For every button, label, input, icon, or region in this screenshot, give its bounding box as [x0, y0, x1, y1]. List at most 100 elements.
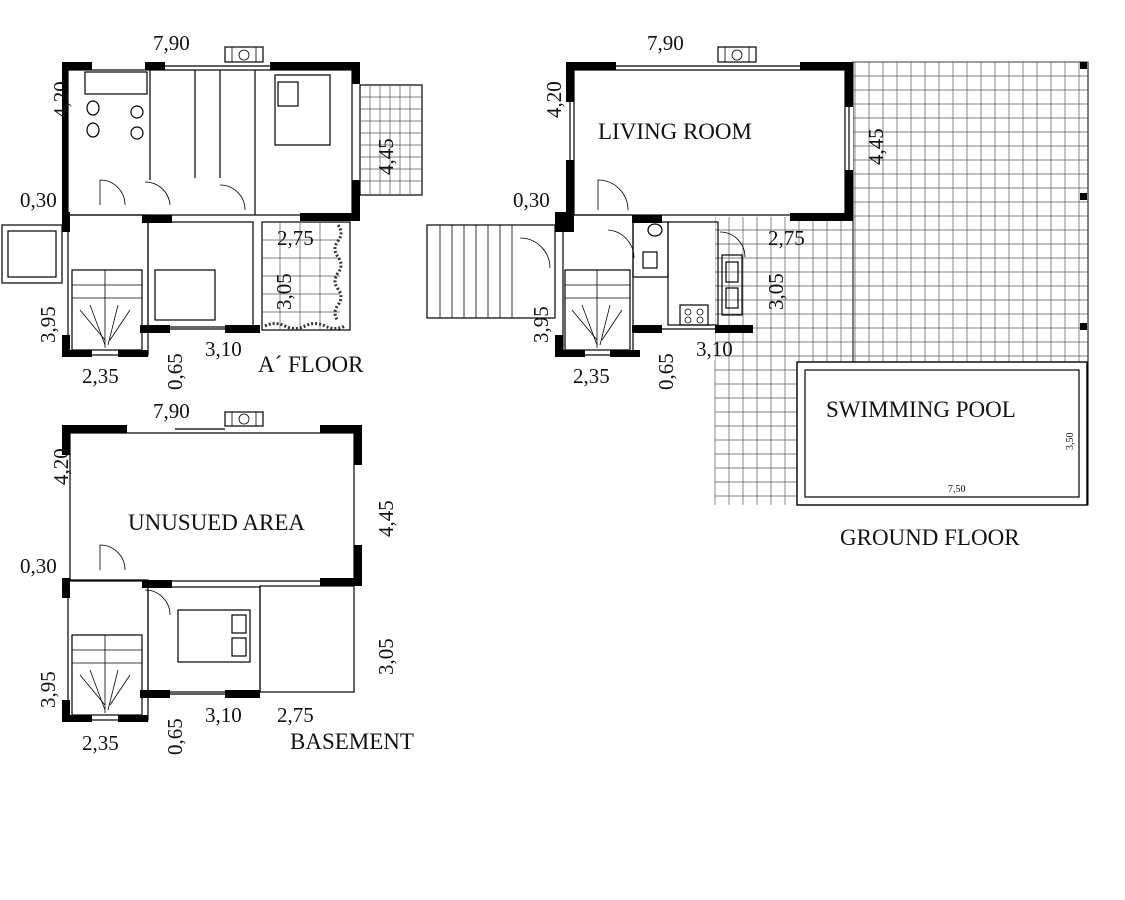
dim-left-top: 4,20: [49, 81, 73, 118]
dim-inner-v: 3,05: [764, 273, 788, 310]
wall: [142, 580, 172, 588]
wall: [300, 213, 360, 221]
dim-right: 4,45: [864, 128, 888, 165]
dim-bottom-mid: 0,65: [163, 718, 187, 755]
post: [1080, 323, 1087, 330]
bedroom-outline: [147, 586, 261, 693]
dim-top: 7,90: [647, 31, 684, 55]
basement-plan: UNUSUED AREA 7,90 4,20 0,30 3,95 2,35 0,…: [20, 399, 414, 755]
dim-bottom-right: 3,10: [205, 703, 242, 727]
door-swing: [99, 179, 126, 206]
dim-left-bottom: 3,95: [529, 306, 553, 343]
door-swing: [719, 231, 746, 258]
dim-bottom-right: 3,10: [696, 337, 733, 361]
door-swing: [144, 589, 171, 616]
wall: [354, 545, 362, 585]
wall: [62, 350, 92, 357]
toilet: [642, 251, 658, 269]
wall: [845, 62, 853, 107]
sink: [647, 223, 663, 237]
wall: [225, 325, 260, 333]
sink: [130, 126, 144, 140]
door-swing: [219, 184, 246, 211]
unused-outline: [69, 432, 355, 582]
staircase: [71, 269, 143, 351]
sink: [130, 105, 144, 119]
dim-bottom-left: 2,35: [573, 364, 610, 388]
a-floor-plan: 7,90 4,20 0,30 3,95 2,35 0,65 3,10 4,45 …: [1, 31, 423, 390]
living-outline: [573, 69, 846, 216]
dim-inner-v: 3,05: [272, 273, 296, 310]
door-swing: [597, 179, 629, 211]
stair-outline: [562, 214, 634, 356]
wall: [270, 62, 360, 70]
bed: [154, 269, 216, 321]
door-swing: [99, 544, 126, 571]
post: [1080, 193, 1087, 200]
living-room-label: LIVING ROOM: [598, 119, 752, 144]
wall: [845, 170, 853, 220]
wall: [62, 335, 70, 357]
planted-terrace: [261, 221, 351, 331]
dim-left-bottom: 3,95: [36, 671, 60, 708]
post: [1080, 62, 1087, 69]
pillow: [231, 637, 247, 657]
dim-right-bottom: 3,05: [374, 638, 398, 675]
stove: [679, 304, 709, 326]
dim-left-top: 4,20: [542, 81, 566, 118]
dim-left-top: 4,20: [49, 448, 73, 485]
bed: [274, 74, 331, 146]
swimming-pool-label: SWIMMING POOL: [826, 397, 1016, 422]
dim-left-mid: 0,30: [513, 188, 550, 212]
wall: [790, 213, 853, 221]
terrace-right: [359, 84, 423, 196]
ground-floor-title: GROUND FLOOR: [840, 525, 1020, 550]
upper-outline: [67, 69, 353, 216]
bedroom-outline: [147, 221, 254, 328]
dim-top: 7,90: [153, 31, 190, 55]
a-floor-title: A´ FLOOR: [258, 352, 364, 377]
door-swing: [519, 237, 551, 269]
wall: [142, 215, 172, 223]
unused-area-label: UNUSUED AREA: [128, 510, 305, 535]
bed: [177, 609, 251, 663]
storage-outline: [259, 585, 355, 693]
sink-basin: [725, 261, 739, 283]
wall: [62, 425, 127, 433]
wall: [118, 350, 148, 357]
balcony-inner: [7, 230, 57, 278]
wall: [62, 715, 92, 722]
wall: [118, 715, 148, 722]
chimney-icon: [224, 46, 264, 63]
wall: [140, 325, 170, 333]
wall: [566, 160, 574, 220]
living-fill: [566, 62, 853, 217]
dim-bottom-mid: 0,65: [654, 353, 678, 390]
chimney-icon: [224, 411, 264, 427]
dim-left-bottom: 3,95: [36, 306, 60, 343]
swimming-pool: [796, 361, 1088, 506]
wall: [62, 212, 70, 232]
staircase: [71, 634, 143, 716]
dim-bottom-right: 3,10: [205, 337, 242, 361]
dim-left-mid: 0,30: [20, 188, 57, 212]
wall: [566, 62, 616, 70]
bathtub: [84, 71, 148, 95]
wall: [62, 425, 70, 455]
wall: [225, 690, 260, 698]
wall: [352, 180, 360, 220]
chimney-icon: [717, 46, 757, 63]
pillow: [231, 614, 247, 634]
pool-depth: 3,50: [1065, 433, 1076, 451]
wall: [352, 62, 360, 84]
dim-bottom-far: 2,75: [277, 703, 314, 727]
dim-right-top: 4,45: [374, 500, 398, 537]
dim-bottom-left: 2,35: [82, 731, 119, 755]
balcony: [1, 224, 63, 284]
wall: [555, 350, 585, 357]
wall: [555, 212, 574, 232]
wall: [62, 700, 70, 722]
wall: [62, 62, 68, 222]
lower-fill: [555, 215, 715, 360]
